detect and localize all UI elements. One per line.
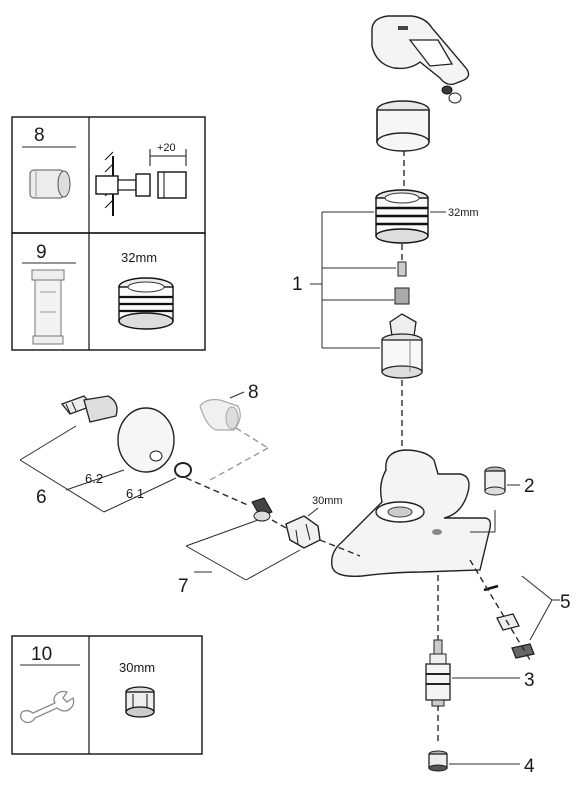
legend-10-size: 30mm [119,660,155,675]
label-6-2: 6.2 [85,471,103,486]
group-5-bracket [521,575,560,641]
nut-size-label: 30mm [312,495,343,507]
washer [174,462,192,478]
callout-2: 2 [524,476,535,497]
legend-8-number: 8 [34,125,45,146]
union-7 [251,497,273,522]
callout-6: 6 [36,487,47,508]
legend-9-number: 9 [36,242,47,263]
legend-8-dimension: +20 [157,142,176,154]
callout-5: 5 [560,592,571,613]
cartridge-nut [375,189,429,244]
callout-1: 1 [292,274,303,295]
cartridge-size-label: 32mm [448,207,479,219]
extension-nipple-icon [29,169,71,199]
part-4 [428,750,448,772]
group-7-bracket [185,519,301,581]
cartridge-icon [381,313,423,379]
cartridge-nut-icon [118,277,174,330]
wall-section-icon: +20 [95,142,187,216]
callout-7: 7 [178,576,189,597]
legend-box-8: 8 +20 [11,116,206,234]
wrench-icon [19,690,75,724]
mixer-body [331,449,492,577]
callout-4: 4 [524,756,535,777]
assembly-tool-icon [31,269,65,345]
legend-10-number: 10 [31,644,52,665]
callout-3: 3 [524,670,535,691]
adapter [394,287,410,305]
callout-8: 8 [248,382,259,403]
rosette-icon [117,407,175,473]
small-screw [397,261,407,277]
diverter-3 [425,639,451,707]
cap-2 [484,466,506,496]
handle-icon [371,15,470,104]
group-1-bracket [310,211,396,349]
group-6-bracket [19,425,177,513]
label-6-1: 6.1 [126,486,144,501]
legend-box-10: 10 30mm [11,635,203,755]
legend-9-size: 32mm [121,250,157,265]
legend-box-9: 9 32mm [11,232,206,351]
nut-icon [125,686,155,718]
nut-7 [285,515,321,549]
cover-sleeve [376,100,430,152]
s-union-icon [60,395,118,423]
extension-8 [199,399,241,431]
